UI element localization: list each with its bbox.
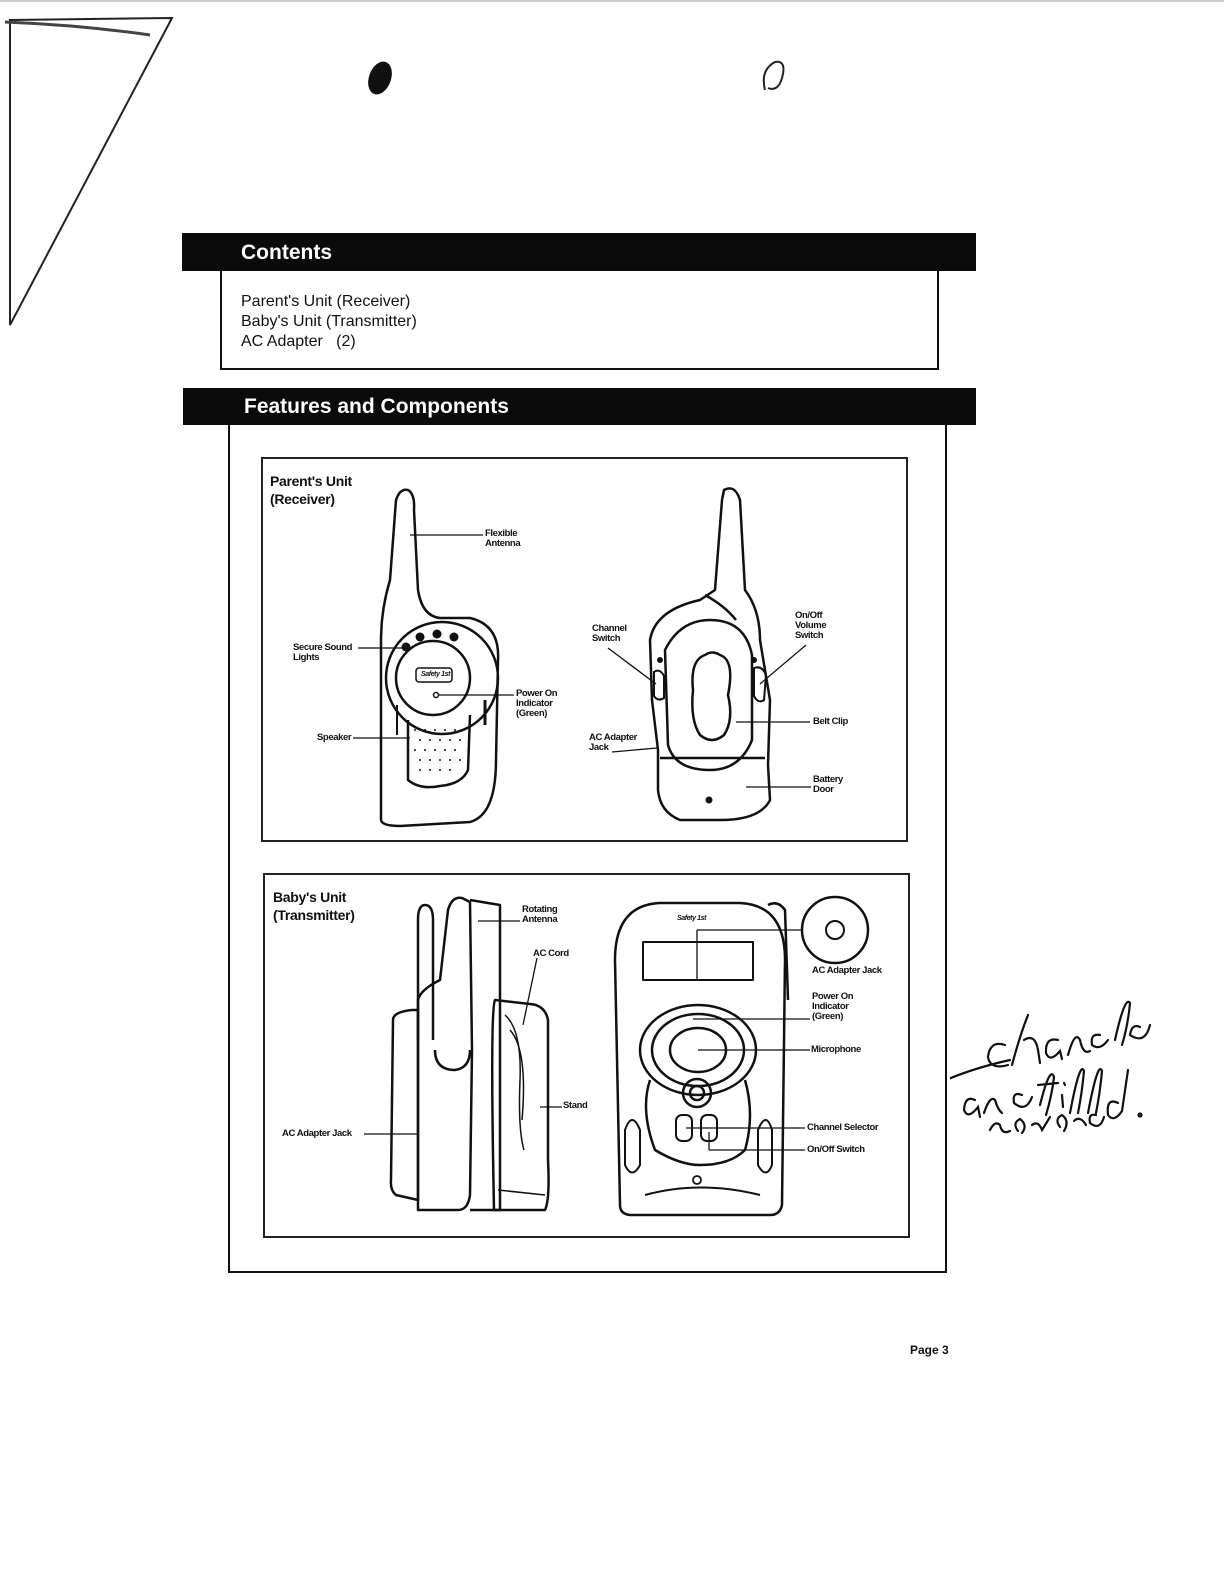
label-ac-adapter-jack: AC Adapter Jack <box>589 732 637 753</box>
label-on-off-switch: On/Off Switch <box>807 1144 865 1155</box>
baby-unit-front-illustration <box>613 895 870 1217</box>
label-belt-clip: Belt Clip <box>813 716 848 727</box>
parent-unit-front-illustration <box>379 488 500 828</box>
speaker-grille <box>414 729 461 771</box>
label-microphone: Microphone <box>811 1044 861 1055</box>
parent-unit-title: Parent's Unit (Receiver) <box>270 473 352 507</box>
label-battery-door: Battery Door <box>813 774 843 795</box>
label-rotating-antenna: Rotating Antenna <box>522 904 558 925</box>
label-channel-selector: Channel Selector <box>807 1122 879 1133</box>
baby-unit-title: Baby's Unit (Transmitter) <box>273 889 355 923</box>
leader-lines <box>353 534 811 1151</box>
contents-item: AC Adapter (2) <box>241 333 356 350</box>
parent-unit-back-illustration <box>648 487 772 822</box>
label-speaker: Speaker <box>317 732 352 743</box>
label-ac-adapter-jack-side: AC Adapter Jack <box>282 1128 352 1139</box>
label-ac-cord: AC Cord <box>533 948 569 959</box>
baby-unit-panel <box>263 873 910 1238</box>
features-box <box>228 425 947 1273</box>
parent-unit-panel <box>261 457 908 842</box>
contents-header: Contents <box>182 233 976 271</box>
label-channel-switch: Channel Switch <box>592 623 627 644</box>
baby-unit-logo: Safety 1st <box>677 915 707 922</box>
features-header: Features and Components <box>183 388 976 425</box>
contents-item: Parent's Unit (Receiver) <box>241 293 411 310</box>
label-on-off-volume-switch: On/Off Volume Switch <box>795 610 827 641</box>
label-power-on-indicator: Power On Indicator (Green) <box>516 688 558 719</box>
contents-box <box>220 271 939 370</box>
label-ac-adapter-jack-front: AC Adapter Jack <box>812 965 882 976</box>
contents-list: Parent's Unit (Receiver) Baby's Unit (Tr… <box>241 292 417 352</box>
secure-sound-lights <box>401 629 757 804</box>
parent-unit-logo: Safety 1st <box>421 671 451 678</box>
features-title: Features and Components <box>244 395 509 418</box>
page-number: Page 3 <box>910 1343 949 1357</box>
label-power-on-indicator-baby: Power On Indicator (Green) <box>812 991 854 1022</box>
baby-unit-side-illustration <box>389 896 550 1212</box>
label-stand: Stand <box>563 1100 588 1111</box>
contents-item: Baby's Unit (Transmitter) <box>241 313 417 330</box>
scan-edge-mark <box>0 0 1224 326</box>
contents-title: Contents <box>241 240 332 264</box>
handwritten-note <box>950 1000 1152 1135</box>
label-flexible-antenna: Flexible Antenna <box>485 528 521 549</box>
label-secure-sound-lights: Secure Sound Lights <box>293 642 353 663</box>
